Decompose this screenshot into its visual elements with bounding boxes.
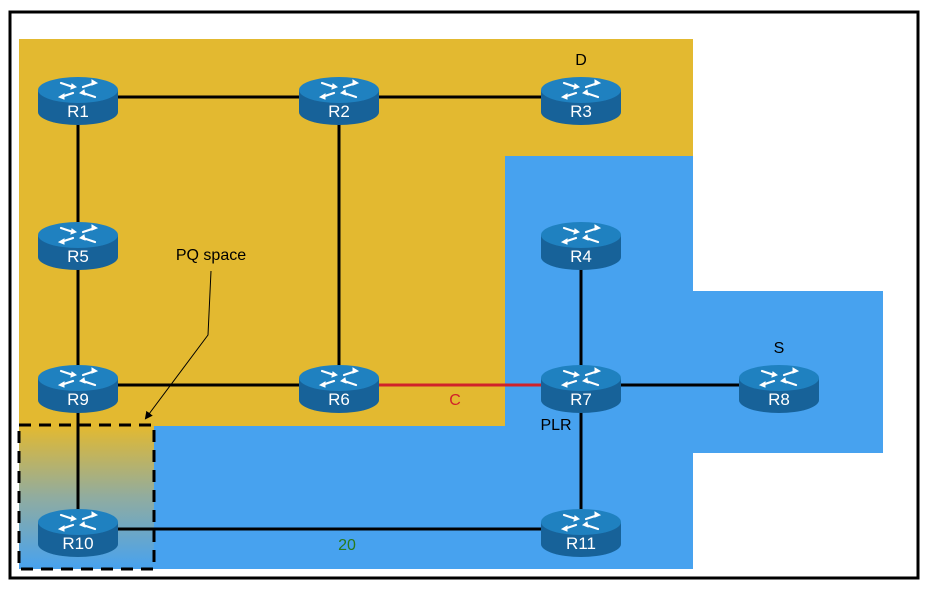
router-r3[interactable]: R3 xyxy=(541,77,621,125)
router-arrows-icon xyxy=(560,511,602,532)
router-r9[interactable]: R9 xyxy=(38,365,118,413)
router-arrows-icon xyxy=(57,79,99,100)
router-arrows-icon xyxy=(57,224,99,245)
router-label: R5 xyxy=(67,247,89,266)
router-arrows-icon xyxy=(758,367,800,388)
p-space-region xyxy=(19,39,693,426)
router-label: R11 xyxy=(566,534,596,553)
router-label: R6 xyxy=(328,390,350,409)
router-arrows-icon xyxy=(560,224,602,245)
router-r7[interactable]: R7 xyxy=(541,365,621,413)
router-arrows-icon xyxy=(57,367,99,388)
pq-space-label: PQ space xyxy=(176,247,246,264)
router-r5[interactable]: R5 xyxy=(38,222,118,270)
router-label: R9 xyxy=(67,390,89,409)
protected-link-label: C xyxy=(449,392,461,409)
link-cost-label: 20 xyxy=(338,537,356,554)
pq-space-box xyxy=(17,423,156,571)
router-label: R8 xyxy=(768,390,790,409)
source-label: S xyxy=(774,340,785,357)
pq-pointer-arrow xyxy=(144,270,212,420)
router-label: R2 xyxy=(328,102,350,121)
router-arrows-icon xyxy=(560,79,602,100)
router-label: R3 xyxy=(570,102,592,121)
router-r11[interactable]: R11 xyxy=(541,509,621,557)
router-arrows-icon xyxy=(560,367,602,388)
q-space-region xyxy=(19,156,883,569)
router-arrows-icon xyxy=(57,511,99,532)
plr-label: PLR xyxy=(540,417,571,434)
router-r8[interactable]: R8 xyxy=(739,365,819,413)
router-label: R7 xyxy=(570,390,592,409)
router-r6[interactable]: R6 xyxy=(299,365,379,413)
router-label: R4 xyxy=(570,247,592,266)
router-arrows-icon xyxy=(318,367,360,388)
router-arrows-icon xyxy=(318,79,360,100)
destination-label: D xyxy=(575,52,587,69)
router-r2[interactable]: R2 xyxy=(299,77,379,125)
router-label: R1 xyxy=(67,102,89,121)
router-r10[interactable]: R10 xyxy=(38,509,118,557)
routers-layer: R1 R2 R3 R4 xyxy=(38,77,819,557)
router-label: R10 xyxy=(62,534,93,553)
router-r1[interactable]: R1 xyxy=(38,77,118,125)
router-r4[interactable]: R4 xyxy=(541,222,621,270)
